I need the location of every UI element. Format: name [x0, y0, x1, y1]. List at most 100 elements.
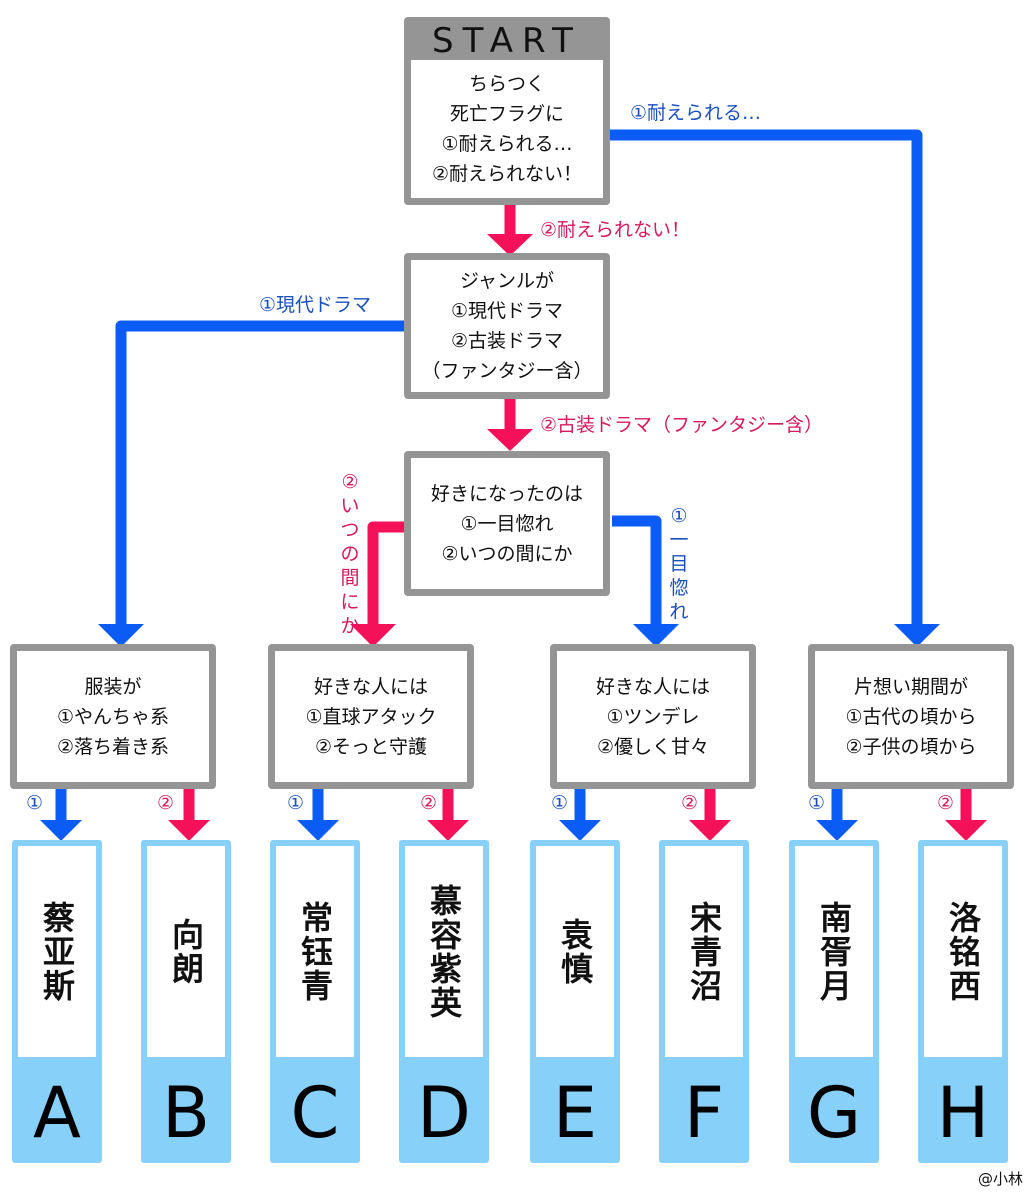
result-name: 南胥月 [815, 900, 853, 1003]
node-line: ①古代の頃から [845, 705, 977, 728]
label-char: つ [340, 519, 360, 541]
result-card-g: 南胥月 G [789, 840, 879, 1163]
result-name: 袁慎 [556, 917, 594, 986]
genre-node: ジャンルが ①現代ドラマ ②古装ドラマ （ファンタジー含） [404, 253, 610, 399]
start-line: ①耐えられる… [441, 133, 573, 155]
label-char: 一 [669, 529, 689, 551]
approach-node: 好きな人には ①直球アタック ②そっと守護 [268, 644, 474, 789]
result-name-area: 宋青沼 [665, 846, 743, 1057]
edge-label-genre-opt2: ②古装ドラマ（ファンタジー含） [540, 414, 824, 436]
node-line: ②子供の頃から [845, 735, 977, 758]
result-name-area: 蔡亚斯 [18, 846, 96, 1057]
result-name-area: 常钰青 [276, 846, 354, 1057]
result-letter: C [290, 1072, 340, 1154]
result-card-c: 常钰青 C [270, 840, 360, 1163]
author-credit: @小林 [977, 1170, 1023, 1188]
label-char: ② [341, 471, 359, 493]
crush-node: 片想い期間が ①古代の頃から ②子供の頃から [808, 644, 1014, 789]
node-line: 好きな人には [595, 675, 710, 698]
result-letter: H [936, 1072, 990, 1154]
leaf-arrows [40, 788, 987, 841]
label-char: 惚 [669, 577, 689, 599]
result-card-h: 洛铭西 H [918, 840, 1008, 1163]
node-line: ①直球アタック [305, 705, 437, 728]
label-char: ① [670, 505, 688, 527]
connector-like-opt2 [367, 521, 404, 626]
edge-label-like-opt1: ① 一 目 惚 れ [667, 504, 691, 624]
node-line: ①ツンデレ [606, 705, 700, 728]
result-name: 宋青沼 [685, 900, 723, 1003]
node-line: （ファンタジー含） [421, 360, 593, 382]
result-card-e: 袁慎 E [530, 840, 620, 1163]
result-letter: D [417, 1072, 471, 1154]
node-line: ジャンルが [459, 270, 555, 292]
result-letter: B [161, 1072, 211, 1154]
start-line: ちらつく [468, 73, 545, 95]
node-line: 好きになったのは [430, 482, 583, 505]
connector-like-opt1 [612, 515, 662, 626]
node-line: ①一目惚れ [460, 512, 554, 535]
leaf-label-e: ① [551, 792, 569, 814]
node-line: ②優しく甘々 [596, 735, 710, 758]
start-line: ②耐えられない！ [431, 163, 583, 185]
result-letter: A [33, 1072, 81, 1154]
result-name: 慕容紫英 [425, 883, 463, 1020]
like-node: 好きになったのは ①一目惚れ ②いつの間にか [404, 451, 610, 596]
result-name-area: 慕容紫英 [405, 846, 483, 1057]
result-letter: E [552, 1072, 598, 1154]
result-name-area: 洛铭西 [924, 846, 1002, 1057]
node-line: 好きな人には [313, 675, 428, 698]
arrowhead-like [487, 429, 533, 451]
result-card-b: 向朗 B [141, 840, 231, 1163]
result-name: 洛铭西 [944, 900, 982, 1003]
edge-label-start-opt1: ①耐えられる… [630, 102, 762, 124]
label-char: の [340, 543, 360, 565]
start-node: ちらつく 死亡フラグに ①耐えられる… ②耐えられない！ [404, 60, 610, 205]
clothes-node: 服装が ①やんちゃ系 ②落ち着き系 [10, 644, 216, 789]
leaf-label-a: ① [26, 792, 44, 814]
node-line: ②いつの間にか [441, 542, 573, 565]
arrowhead-clothes [98, 624, 144, 647]
result-letter: G [806, 1072, 862, 1154]
edge-label-genre-opt1: ①現代ドラマ [259, 294, 372, 316]
node-line: 服装が [84, 675, 142, 698]
node-line: ②そっと守護 [314, 735, 428, 758]
arrowhead-attitude [633, 624, 679, 647]
result-name-area: 袁慎 [536, 846, 614, 1057]
label-char: 間 [340, 567, 360, 589]
result-card-d: 慕容紫英 D [399, 840, 489, 1163]
start-header: START [404, 17, 610, 65]
start-line: 死亡フラグに [449, 103, 564, 125]
arrowhead-approach [350, 624, 396, 647]
leaf-label-b: ② [157, 792, 175, 814]
result-letter: F [683, 1072, 725, 1154]
node-line: ②古装ドラマ [450, 330, 564, 352]
arrowhead-crush [894, 624, 940, 647]
edge-label-start-opt2: ②耐えられない！ [540, 219, 691, 241]
result-name-area: 南胥月 [795, 846, 873, 1057]
node-line: ①現代ドラマ [450, 300, 564, 322]
connector-genre-opt1 [115, 320, 404, 626]
result-name-area: 向朗 [147, 846, 225, 1057]
node-line: 片想い期間が [853, 675, 968, 698]
attitude-node: 好きな人には ①ツンデレ ②優しく甘々 [550, 644, 756, 789]
node-line: ②落ち着き系 [56, 735, 170, 758]
leaf-label-f: ② [681, 792, 699, 814]
result-card-f: 宋青沼 F [659, 840, 749, 1163]
result-card-a: 蔡亚斯 A [12, 840, 102, 1163]
leaf-label-d: ② [420, 792, 438, 814]
node-line: ①やんちゃ系 [56, 705, 170, 728]
leaf-label-h: ② [937, 792, 955, 814]
leaf-label-c: ① [287, 792, 305, 814]
label-char: に [340, 591, 360, 613]
label-char: 目 [669, 553, 689, 575]
result-name: 向朗 [167, 917, 205, 986]
arrowhead-genre [487, 234, 533, 256]
leaf-label-g: ① [808, 792, 826, 814]
label-char: れ [669, 601, 689, 623]
result-name: 蔡亚斯 [38, 900, 76, 1003]
edge-label-like-opt2: ② い つ の 間 に か [338, 470, 362, 638]
label-char: か [340, 615, 360, 637]
connector-start-opt1 [610, 129, 923, 626]
